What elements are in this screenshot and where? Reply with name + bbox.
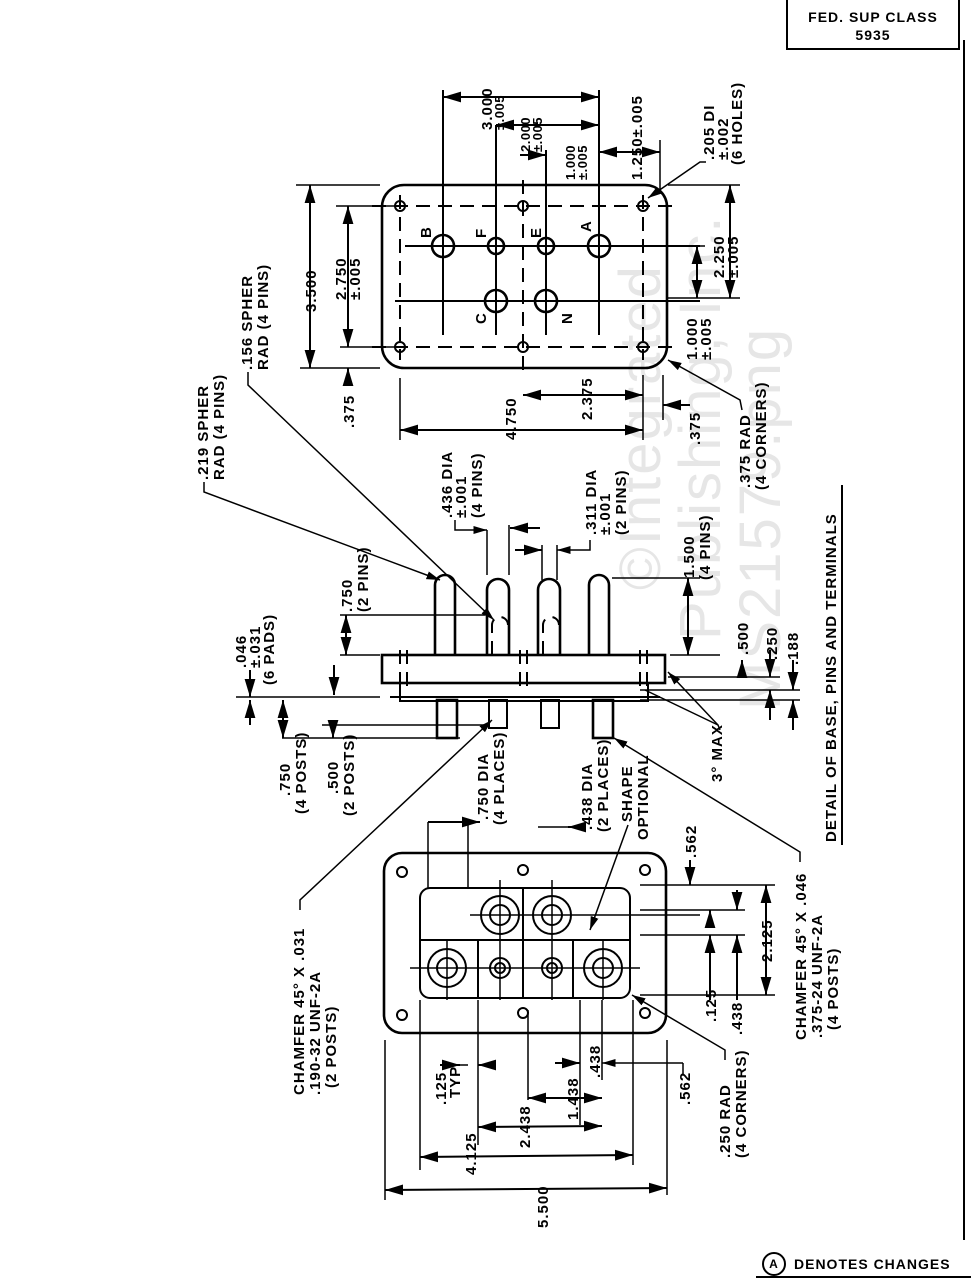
dim-corner-rad-qty: (4 CORNERS) [753,381,770,490]
posts-2-label: (2 POSTS) [323,1006,340,1088]
dim-2250: 2.250 [711,235,728,278]
dim-2250-tol: ±.005 [725,236,742,278]
dim-5500: 5.500 [535,1185,552,1228]
dim-hole-qty: (6 HOLES) [729,82,746,165]
dim-2000-tol: ±.005 [530,117,545,152]
dim-436-qty: (4 PINS) [469,452,486,518]
bottom-view: .562 2.125 .125 .438 .250 RAD (4 CORNERS… [382,816,776,1228]
dim-438-dia: .438 DIA [579,763,596,830]
dim-typ: TYP [447,1066,464,1098]
change-symbol-icon: A [762,1252,786,1276]
fed-sup-class-label: FED. SUP CLASS [808,9,938,25]
dim-125-typ: .125 [433,1072,450,1105]
side-view: .219 SPHER RAD (4 PINS) .156 SPHER RAD (… [195,264,802,931]
dim-250-rad-qty: (4 CORNERS) [733,1049,750,1158]
dim-219-spher-b: RAD (4 PINS) [211,374,228,480]
changes-underline [756,1276,971,1278]
dim-1438: 1.438 [565,1077,582,1120]
dim-750-posts-qty: (4 POSTS) [293,732,310,814]
dim-3000-tol: ±.005 [492,95,507,130]
pin-label-e: E [528,227,545,238]
dim-3000: 3.000 [479,87,496,130]
dim-3500: 3.500 [303,269,320,312]
dim-436-dia: .436 DIA [439,451,456,518]
dim-corner-rad: .375 RAD [737,414,754,488]
dim-311-qty: (2 PINS) [613,469,630,535]
watermark-line-1: ©Integrated [608,264,673,590]
dim-156-spher: .156 SPHER [239,275,256,370]
dim-750-dia: .750 DIA [475,753,492,820]
changes-legend-text: DENOTES CHANGES [794,1256,951,1272]
dim-438-b: .438 [587,1045,604,1078]
pin-label-c: C [473,312,490,324]
dim-250-rad: .250 RAD [717,1084,734,1158]
dim-1000-tol: ±.005 [575,145,590,180]
dim-2375: 2.375 [579,377,596,420]
shape-optional-label: SHAPE [619,765,636,822]
dim-250: .250 [764,627,781,660]
chamfer-031-label: CHAMFER 45° X .031 [291,928,308,1095]
thread-375-label: .375-24 UNF-2A [809,914,826,1038]
dim-750-pins: .750 [339,579,356,612]
dim-562-b: .562 [677,1072,694,1105]
dim-311-tol: ±.001 [597,493,614,535]
dim-2125: 2.125 [759,919,776,962]
federal-supply-class-block: FED. SUP CLASS 5935 [786,0,960,50]
dim-1250: 1.250±.005 [629,95,646,180]
dim-1000-b: 1.000 [684,317,701,360]
dim-500-posts: .500 [325,761,342,794]
dim-hole-dia: .205 DI [701,105,718,160]
pins [430,233,612,314]
dim-436-tol: ±.001 [453,476,470,518]
dim-4125: 4.125 [463,1132,480,1175]
dim-hole-tol: ±.002 [715,118,732,160]
dim-311-dia: .311 DIA [583,469,600,535]
pin-label-f: F [473,228,490,238]
dim-3deg-max: 3° MAX [709,724,726,782]
dim-046-tol: ±.031 [247,626,264,668]
drawing-caption: DETAIL OF BASE, PINS AND TERMINALS [823,513,840,842]
dim-156-spher-b: RAD (4 PINS) [255,264,272,370]
dim-438-dia-qty: (2 PLACES) [595,739,612,832]
dim-046: .046 [233,635,250,668]
dim-750-pins-qty: (2 PINS) [355,546,372,612]
bottom-view-plate-outline [382,851,668,1035]
chamfer-046-label: CHAMFER 45° X .046 [793,873,810,1040]
dim-375-b: .375 [687,412,704,445]
dim-500: .500 [735,622,752,655]
dim-1000: 1.000 [563,145,578,180]
pin-label-n: N [559,312,576,324]
dim-1000-b-tol: ±.005 [698,318,715,360]
dim-2750: 2.750 [333,257,350,300]
pin-label-a: A [578,220,595,232]
dim-438-a: .438 [729,1002,746,1035]
shape-optional-label-b: OPTIONAL [635,755,652,841]
top-view: B F E A C N 3.000 ±.005 2.000 ±.005 1.00… [296,82,770,490]
fed-sup-class-number: 5935 [855,27,891,43]
dim-562-a: .562 [683,825,700,858]
thread-190-label: .190-32 UNF-2A [307,971,324,1095]
dim-750-dia-qty: (4 PLACES) [491,732,508,825]
dim-750-posts: .750 [277,763,294,796]
dim-219-spher: .219 SPHER [195,385,212,480]
top-view-plate-outline [380,183,669,370]
pin-label-b: B [418,226,435,238]
dim-4750: 4.750 [503,397,520,440]
dim-2438: 2.438 [517,1105,534,1148]
dim-125: .125 [703,989,720,1022]
side-view-base [380,653,667,685]
dim-1500-qty: (4 PINS) [697,514,714,580]
dim-375-a: .375 [341,395,358,428]
changes-legend: A DENOTES CHANGES [762,1252,951,1276]
watermark-line-3: MS21579.png [728,327,793,710]
posts-4-label: (4 POSTS) [825,948,842,1030]
dim-2750-tol: ±.005 [347,258,364,300]
dim-046-qty: (6 PADS) [261,614,278,685]
dim-2000: 2.000 [518,117,533,152]
dim-188: .188 [785,632,802,665]
watermark: ©Integrated Publishing, Inc. MS21579.png [608,215,793,710]
dim-500-posts-qty: (2 POSTS) [341,734,358,816]
dim-1500: 1.500 [681,535,698,578]
